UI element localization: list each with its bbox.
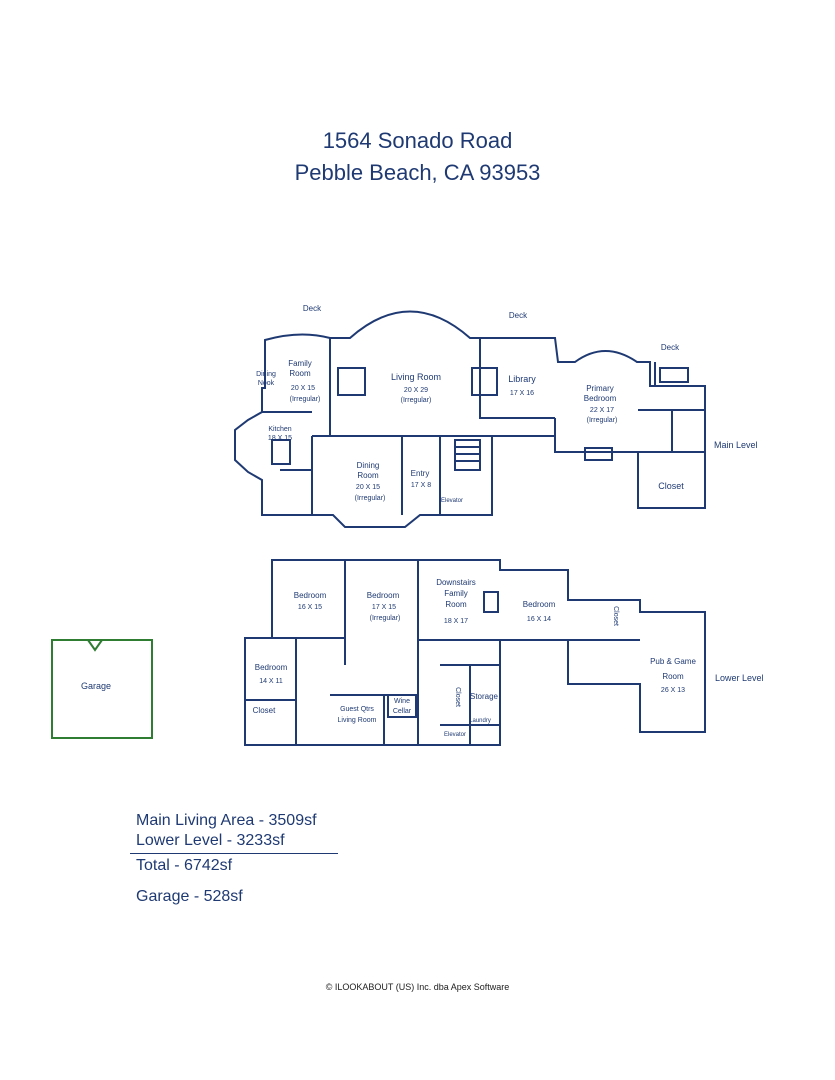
entry-name: Entry — [411, 469, 430, 478]
bedroom-1-name: Bedroom — [294, 591, 327, 600]
main-level-label: Main Level — [714, 440, 758, 450]
guest-qtrs-name2: Living Room — [338, 717, 377, 724]
address-line-1: 1564 Sonado Road — [322, 128, 513, 153]
dining-room-note: (Irregular) — [355, 495, 386, 502]
wine-cellar-name2: Cellar — [393, 708, 412, 715]
lower-level-label: Lower Level — [715, 673, 764, 683]
primary-bedroom-note: (Irregular) — [587, 417, 618, 424]
bedroom-2-name: Bedroom — [367, 591, 400, 600]
lower-area-text: Lower Level - 3233sf — [136, 832, 285, 849]
main-area-text: Main Living Area - 3509sf — [136, 812, 317, 829]
dining-room-name: Dining — [357, 461, 380, 470]
primary-bedroom-name2: Bedroom — [584, 394, 617, 403]
bedroom-1-dims: 16 X 15 — [298, 604, 322, 611]
pub-game-name2: Room — [662, 672, 684, 681]
downstairs-family-name3: Room — [445, 600, 467, 609]
dining-room-dims: 20 X 15 — [356, 484, 380, 491]
garage-label: Garage — [81, 681, 111, 691]
pub-game-dims: 26 X 13 — [661, 687, 685, 694]
deck-label-3: Deck — [661, 343, 680, 352]
guest-qtrs-name: Guest Qtrs — [340, 706, 374, 713]
bedroom-3-name: Bedroom — [523, 600, 556, 609]
main-level-walls — [234, 310, 706, 528]
total-divider — [130, 853, 338, 854]
lower-level-walls — [244, 559, 706, 746]
wine-cellar-name: Wine — [394, 698, 410, 705]
laundry-label: Laundry — [469, 718, 491, 724]
dining-nook-name: Dining — [256, 371, 276, 378]
downstairs-family-name2: Family — [444, 589, 468, 598]
elevator-label: Elevator — [441, 498, 463, 504]
storage-label: Storage — [470, 692, 499, 701]
library-dims: 17 X 16 — [510, 390, 534, 397]
living-room-dims: 20 X 29 — [404, 387, 428, 394]
living-room-note: (Irregular) — [401, 397, 432, 404]
garage-area-text: Garage - 528sf — [136, 888, 243, 905]
dining-room-name2: Room — [357, 471, 379, 480]
closet-lower-1: Closet — [612, 606, 619, 626]
deck-label-2: Deck — [509, 311, 528, 320]
garage-walls — [51, 639, 153, 739]
primary-bedroom-dims: 22 X 17 — [590, 407, 614, 414]
bedroom-2-note: (Irregular) — [370, 615, 401, 622]
kitchen-dims: 18 X 15 — [268, 435, 292, 442]
primary-bedroom-name: Primary — [586, 384, 614, 393]
family-room-note: (Irregular) — [290, 396, 321, 403]
total-area-text: Total - 6742sf — [136, 857, 233, 874]
family-room-dims: 20 X 15 — [291, 385, 315, 392]
deck-label-1: Deck — [303, 304, 322, 313]
entry-dims: 17 X 8 — [411, 482, 431, 489]
bedroom-3-dims: 16 X 14 — [527, 616, 551, 623]
downstairs-family-dims: 18 X 17 — [444, 618, 468, 625]
closet-lower-2: Closet — [253, 706, 276, 715]
living-room-name: Living Room — [391, 372, 441, 382]
bedroom-4-dims: 14 X 11 — [259, 678, 283, 685]
elevator-lower-label: Elevator — [444, 732, 466, 738]
closet-label: Closet — [658, 481, 684, 491]
dining-nook-name2: Nook — [258, 380, 275, 387]
bedroom-4-name: Bedroom — [255, 663, 288, 672]
family-room-name: Family — [288, 359, 312, 368]
downstairs-family-name: Downstairs — [436, 578, 476, 587]
library-name: Library — [508, 374, 536, 384]
family-room-name2: Room — [289, 369, 311, 378]
kitchen-name: Kitchen — [268, 426, 291, 433]
pub-game-name: Pub & Game — [650, 657, 696, 666]
copyright-text: © ILOOKABOUT (US) Inc. dba Apex Software — [325, 982, 510, 992]
address-line-2: Pebble Beach, CA 93953 — [294, 160, 541, 185]
closet-lower-3: Closet — [454, 687, 461, 707]
bedroom-2-dims: 17 X 15 — [372, 604, 396, 611]
